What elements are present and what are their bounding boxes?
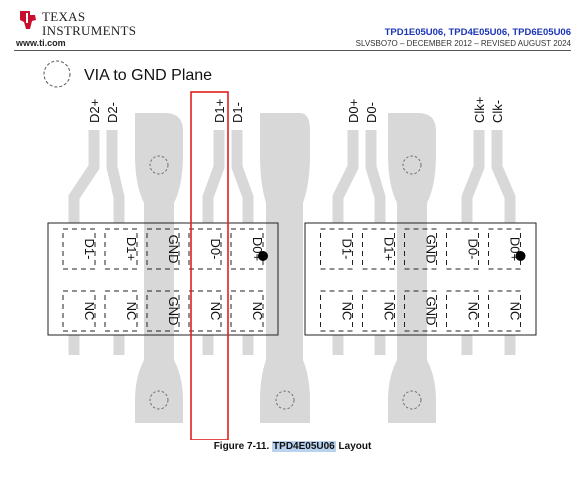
ti-logo-icon	[20, 11, 36, 29]
document-revision-info: SLVSBO7O – DECEMBER 2012 – REVISED AUGUS…	[355, 39, 571, 48]
signal-traces	[68, 130, 516, 355]
gnd-plane-right	[388, 113, 436, 423]
pin-label: D1+	[124, 237, 139, 261]
pin-label: GND	[424, 297, 439, 326]
trace-label: D0+	[346, 99, 361, 123]
pin-label: NC	[250, 302, 265, 321]
pin-label: D1-	[82, 239, 97, 260]
pin-label: D1-	[340, 239, 355, 260]
pin-label: NC	[340, 302, 355, 321]
via-icon	[149, 390, 169, 410]
chip-outline	[47, 222, 279, 336]
gnd-plane-left	[135, 113, 183, 423]
via-icon	[275, 390, 295, 410]
trace-label: D1+	[212, 99, 227, 123]
trace-label: D1-	[230, 102, 245, 123]
part-numbers-link[interactable]: TPD1E05U06, TPD4E05U06, TPD6E05U06	[384, 27, 571, 38]
via-icon	[402, 390, 422, 410]
header-divider	[14, 50, 571, 51]
trace-label: Clk-	[490, 100, 505, 123]
pin-label: GND	[166, 235, 181, 264]
pin1-marker-icon	[258, 251, 268, 261]
signal-trace-top	[491, 130, 516, 223]
pin-label: NC	[124, 302, 139, 321]
pin-label: D0-	[208, 239, 223, 260]
caption-suffix: Layout	[335, 441, 372, 452]
signal-trace-top	[461, 130, 485, 223]
trace-label: Clk+	[472, 97, 487, 123]
gnd-plane-center	[260, 113, 310, 423]
signal-trace-top	[365, 130, 386, 223]
pin1-marker-icon	[515, 251, 526, 261]
pin-label: NC	[208, 302, 223, 321]
page-header: TEXAS INSTRUMENTS www.ti.com TPD1E05U06,…	[0, 0, 585, 52]
via-icon	[402, 155, 422, 175]
pin-label: GND	[166, 297, 181, 326]
pin-label: NC	[508, 302, 523, 321]
caption-prefix: Figure 7-11.	[213, 441, 273, 452]
trace-label: D2+	[87, 99, 102, 123]
brand-name-line2: INSTRUMENTS	[42, 23, 137, 38]
pin-label: NC	[82, 302, 97, 321]
via-icon	[149, 155, 169, 175]
pin-label: NC	[466, 302, 481, 321]
signal-trace-top	[231, 130, 254, 223]
layout-figure: VIA to GND Plane D2+D2-D1+D1-D0+D0-Clk+C…	[43, 60, 537, 440]
via-legend-icon	[43, 60, 71, 88]
trace-label: D0-	[364, 102, 379, 123]
pin-label: NC	[382, 302, 397, 321]
pin-label: D1+	[382, 237, 397, 261]
trace-label: D2-	[105, 102, 120, 123]
gnd-planes	[135, 113, 436, 423]
legend-label: VIA to GND Plane	[84, 67, 212, 84]
chip-outline	[304, 222, 537, 336]
legend: VIA to GND Plane	[43, 60, 212, 88]
caption-part-highlight: TPD4E05U06	[272, 441, 336, 452]
website-link[interactable]: www.ti.com	[16, 38, 66, 48]
signal-trace-top	[332, 130, 359, 223]
pin-label: GND	[424, 235, 439, 264]
signal-trace-top	[202, 130, 225, 223]
brand-name-line1: TEXAS	[42, 9, 86, 24]
trace-labels: D2+D2- D1+D1- D0+D0- Clk+Clk-	[87, 97, 505, 123]
figure-caption: Figure 7-11. TPD4E05U06 Layout	[0, 441, 585, 452]
highlight-box	[190, 91, 229, 440]
signal-trace-top	[68, 130, 100, 223]
signal-trace-top	[106, 130, 125, 223]
pin-label: D0-	[466, 239, 481, 260]
